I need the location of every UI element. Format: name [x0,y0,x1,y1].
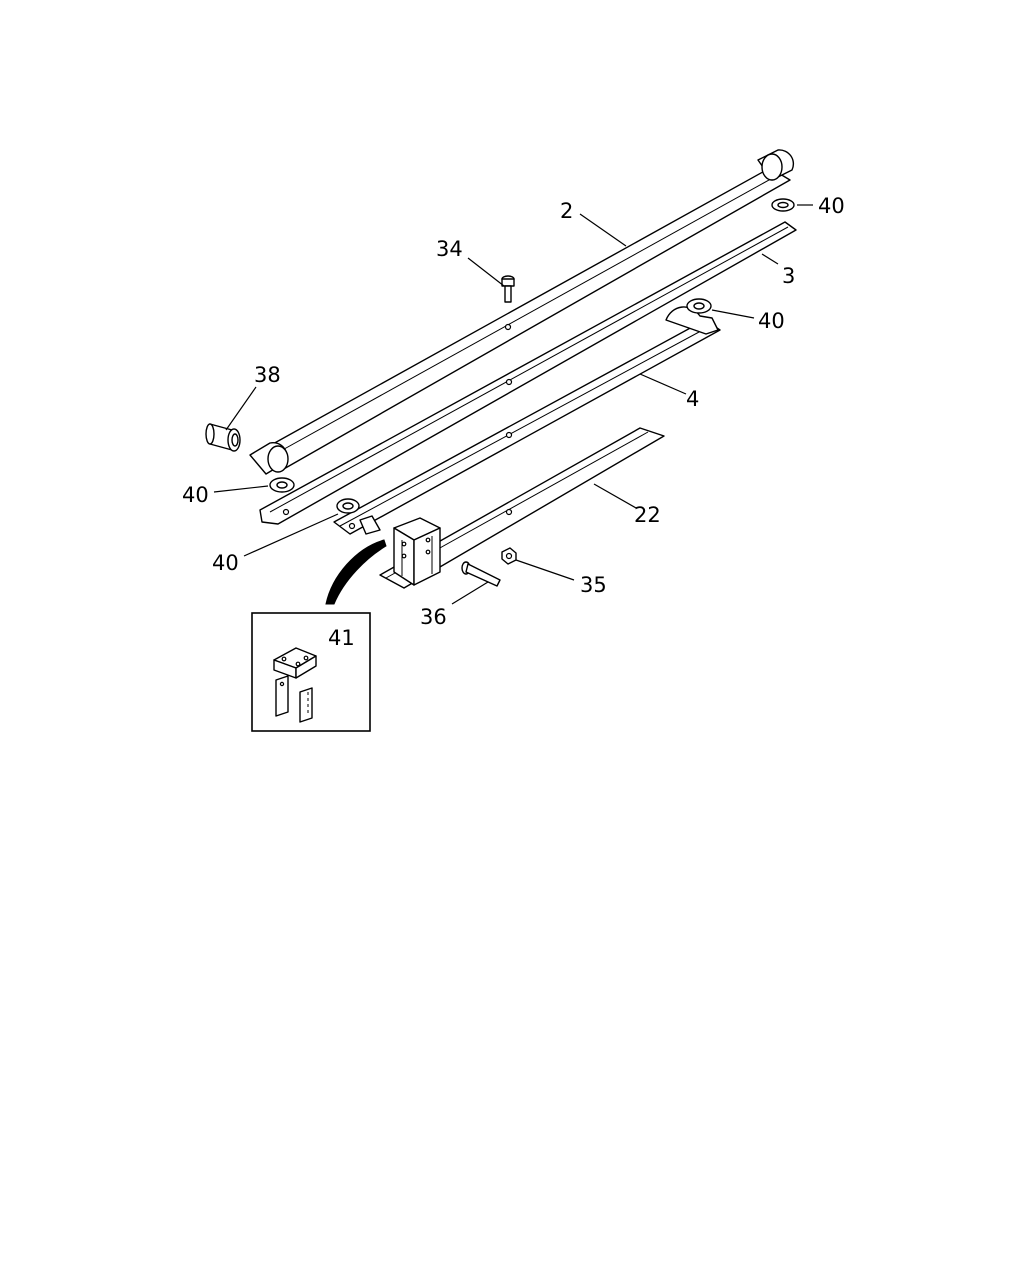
leaf-3 [259,221,797,525]
callout-40-top-right: 40 [818,194,845,218]
callout-36: 36 [420,605,447,629]
washer-40-top-right [771,198,795,212]
bolt-36 [461,561,501,587]
leader-lines [213,204,813,655]
callout-2: 2 [560,199,573,223]
washer-40-lower-left [336,498,360,514]
callout-40-mid-right: 40 [758,309,785,333]
spring-eye-front [249,441,289,475]
bushing-38 [205,423,241,452]
spring-eye-rear [757,149,795,181]
nut-35 [501,547,517,565]
inset-detail-41 [251,612,371,732]
callout-40-lower-left: 40 [212,551,239,575]
callout-22: 22 [634,503,661,527]
callout-labels: 2 3 4 22 34 35 36 38 40 40 40 40 41 [182,194,845,650]
washer-40-mid-right [686,298,712,314]
callout-35: 35 [580,573,607,597]
bracket [393,517,441,586]
leaf-4 [333,306,721,535]
washer-40-left [269,477,295,493]
bolt-34 [501,275,515,303]
callout-41: 41 [328,626,355,650]
callout-34: 34 [436,237,463,261]
callout-38: 38 [254,363,281,387]
callout-4: 4 [686,387,699,411]
callout-3: 3 [782,264,795,288]
inset-pointer [325,539,387,605]
callout-40-left: 40 [182,483,209,507]
